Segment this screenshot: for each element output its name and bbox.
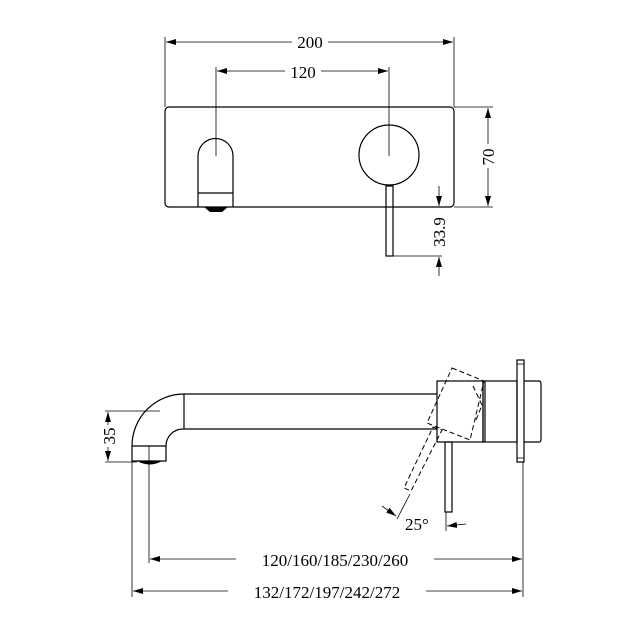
dimension-label-120: 120 (290, 63, 316, 82)
spout-outline (197, 137, 234, 207)
angle-arrow (446, 521, 467, 528)
spout-outline (131, 393, 437, 462)
aerator-cap (137, 461, 162, 465)
front-view: 200 120 70 33.9 (164, 32, 498, 276)
dimension-label-200: 200 (297, 33, 323, 52)
lever-rotated-outline (403, 426, 443, 492)
side-view: 25° 35 120/160/185/230/260 132/172/197/2… (100, 359, 542, 602)
wall-flange (516, 359, 525, 463)
valve-body (436, 380, 484, 443)
rear-body (524, 380, 542, 443)
valve-sleeve (482, 380, 518, 443)
dimension-label-angle: 25° (405, 515, 429, 534)
handle-rotated-outline (426, 367, 485, 441)
handle-lever (385, 185, 394, 257)
angle-line (396, 493, 411, 520)
handle-rotated-detail (472, 385, 483, 421)
angle-arrow (381, 505, 397, 517)
handle-lever (444, 441, 453, 513)
dimension-label-35: 35 (100, 428, 119, 445)
aerator-cap (204, 207, 228, 212)
dimension-label-reach: 120/160/185/230/260 (262, 551, 408, 570)
dimension-label-33-9: 33.9 (430, 217, 449, 247)
dimension-label-70: 70 (479, 149, 498, 166)
wall-plate (164, 106, 455, 208)
dimension-label-overall: 132/172/197/242/272 (254, 583, 400, 602)
